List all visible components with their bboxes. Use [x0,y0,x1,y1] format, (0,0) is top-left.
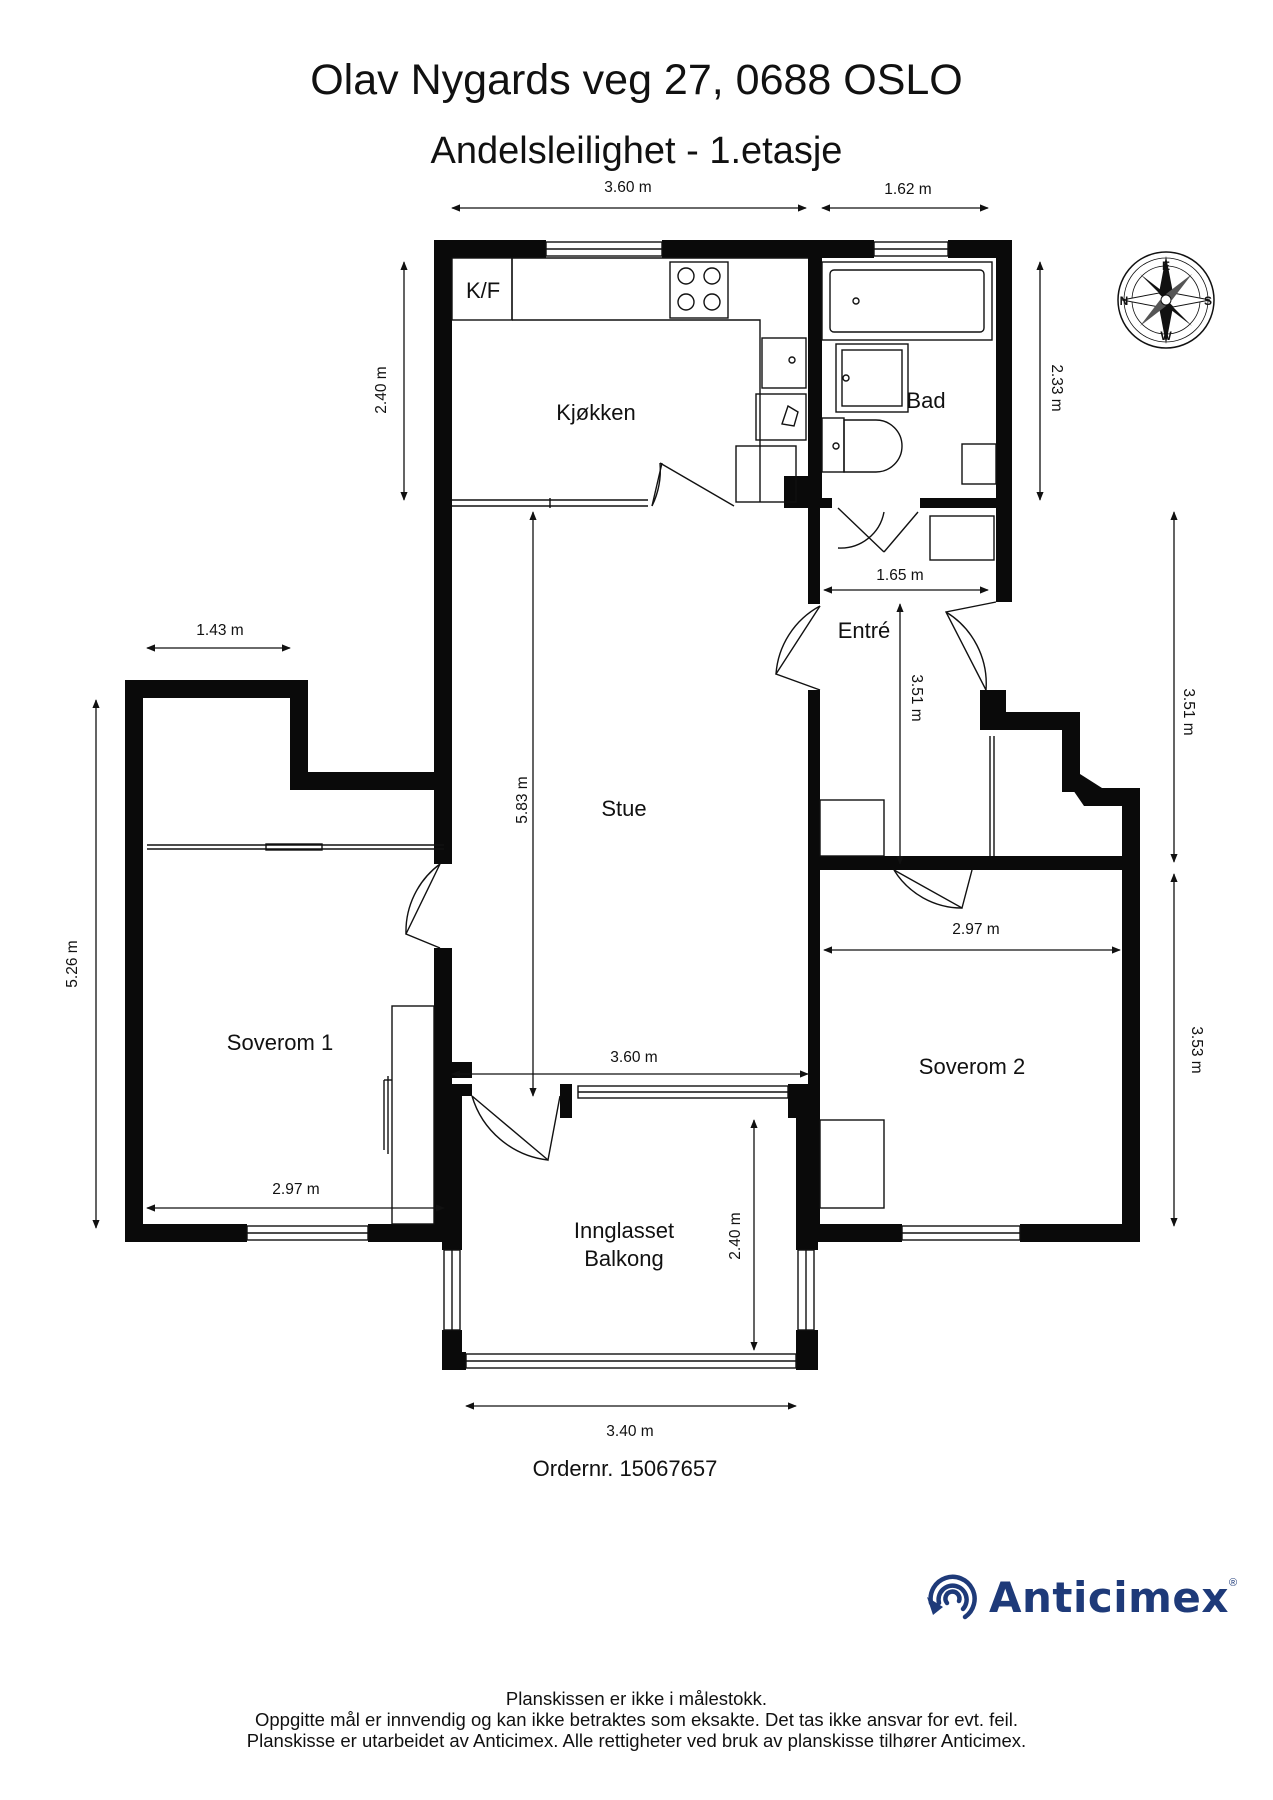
compass-s: S [1204,294,1212,308]
room-kitchen-label: Kjøkken [556,400,635,425]
compass-n: N [1120,294,1129,308]
fixtures [383,257,997,1225]
disclaimer-line-3: Planskisse er utarbeidet av Anticimex. A… [246,1730,1027,1751]
disclaimer-line-1: Planskissen er ikke i målestokk. [505,1688,768,1709]
dim-top-kitchen-width: 3.60 m [604,179,651,196]
compass-w: W [1160,329,1172,343]
order-number: Ordernr. 15067657 [532,1456,718,1481]
room-kf-label: K/F [466,278,500,303]
anticimex-logo: Anticimex® [925,1567,1237,1627]
compass-rose-icon: N E S W [1117,251,1215,349]
room-entry-label: Entré [838,618,891,643]
disclaimer: Planskissen er ikke i målestokk. Oppgitt… [0,1688,1273,1751]
dim-bedroom1-height: 5.26 m [64,940,81,987]
windows [147,241,1021,1369]
dim-bath-height: 2.33 m [1048,364,1065,411]
dim-kitchen-height: 2.40 m [373,366,390,413]
plan-address-title: Olav Nygards veg 27, 0688 OSLO [310,56,963,104]
dim-bedroom1-top-width: 1.43 m [196,622,243,639]
room-bedroom2-label: Soverom 2 [919,1054,1025,1079]
doors [405,462,997,1162]
compass-e: E [1162,259,1170,273]
dim-entry-height: 3.51 m [908,674,925,721]
dim-bedroom2-height: 3.53 m [1188,1026,1205,1073]
dim-entry-width: 1.65 m [876,567,923,584]
disclaimer-line-2: Oppgitte mål er innvendig og kan ikke be… [255,1709,1018,1730]
anticimex-wordmark: Anticimex [989,1572,1230,1622]
dim-balcony-width: 3.40 m [606,1423,653,1440]
room-labels: K/F Kjøkken Bad Entré Stue Soverom 1 Sov… [227,278,1025,1271]
registered-mark: ® [1229,1577,1238,1589]
dim-living-height: 5.83 m [514,776,531,823]
dim-bedroom1-width: 2.97 m [272,1181,319,1198]
room-bedroom1-label: Soverom 1 [227,1030,333,1055]
dimension-lines [92,204,1178,1410]
dim-right-upper-height: 3.51 m [1180,688,1197,735]
room-living-label: Stue [601,796,646,821]
walls [125,240,1140,1370]
dim-balcony-height: 2.40 m [727,1212,744,1259]
dim-living-width: 3.60 m [610,1049,657,1066]
plan-subtitle: Andelsleilighet - 1.etasje [430,130,843,172]
dimension-labels: 3.60 m 1.62 m 2.40 m 2.33 m 1.65 m 3.51 … [64,179,1205,1440]
dim-top-bath-width: 1.62 m [884,181,931,198]
anticimex-swirl-icon [927,1574,977,1620]
room-balcony-label-line1: Innglasset [574,1218,674,1243]
room-balcony-label-line2: Balkong [584,1246,664,1271]
dim-bedroom2-width: 2.97 m [952,921,999,938]
room-bathroom-label: Bad [906,388,945,413]
